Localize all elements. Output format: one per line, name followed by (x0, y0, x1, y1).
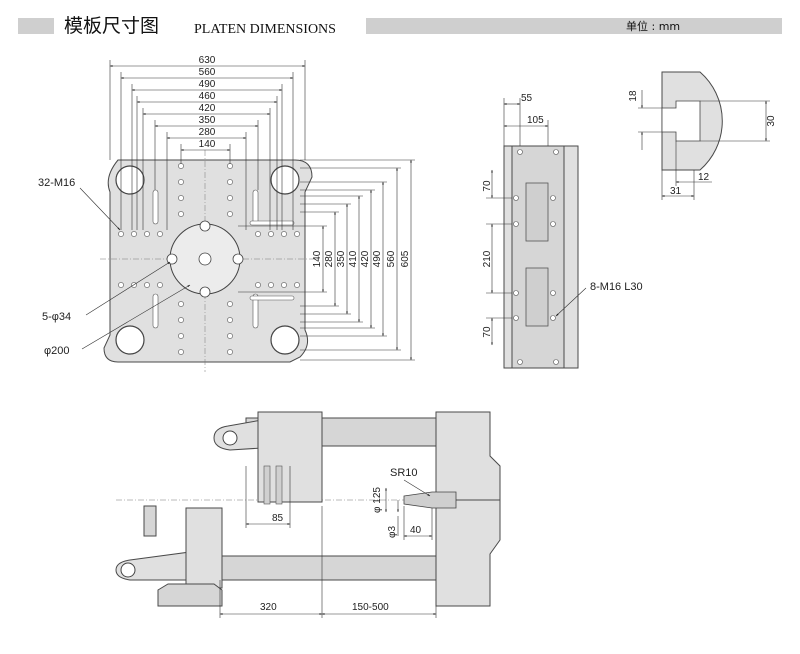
slot-detail: 18 30 12 31 (628, 71, 777, 200)
dim-630: 630 (199, 55, 216, 66)
side-inner (511, 145, 565, 369)
tie-bar-hole (115, 165, 145, 195)
dim-v-560: 560 (386, 250, 397, 267)
dim-320: 320 (260, 602, 277, 613)
ejector-hole (199, 220, 211, 232)
title-cn: 模板尺寸图 (64, 15, 159, 37)
guide-bar (263, 465, 271, 505)
side-pocket (525, 267, 549, 327)
callout-holes: 5-φ34 (42, 311, 71, 323)
dim-v-410: 410 (348, 250, 359, 267)
dim-105: 105 (527, 115, 544, 126)
center-hole (198, 252, 212, 266)
header-left-block (18, 18, 54, 34)
platen-side-view: 55 105 70 210 70 8-M16 L30 (482, 93, 643, 369)
slot (152, 293, 159, 329)
guide-bar (275, 465, 283, 505)
dim-sr10: SR10 (390, 467, 418, 479)
pivot-pin (222, 430, 238, 446)
upper-link (213, 419, 263, 451)
base-block (157, 583, 223, 607)
dim-v-280: 280 (324, 250, 335, 267)
ejector-hole (232, 253, 244, 265)
dim-v-605: 605 (400, 250, 411, 267)
dim-v-140: 140 (312, 250, 323, 267)
dim-30: 30 (766, 115, 777, 127)
dim-560: 560 (199, 67, 216, 78)
slot (249, 220, 295, 226)
dim-12: 12 (698, 172, 710, 183)
dim-31: 31 (670, 186, 682, 197)
dim-v-350: 350 (336, 250, 347, 267)
dim-350: 350 (199, 115, 216, 126)
dim-side-210: 210 (482, 250, 493, 267)
dim-v-490: 490 (372, 250, 383, 267)
ejector-rod (143, 505, 157, 537)
dim-55: 55 (521, 93, 533, 104)
platen-front-view: 630 560 490 460 420 350 280 140 (38, 55, 415, 372)
dim-v-420: 420 (360, 250, 371, 267)
fixed-platen-lower (435, 499, 501, 607)
header-right-bar (366, 18, 782, 34)
dim-side-70-top: 70 (482, 180, 493, 192)
lower-tie-bar (219, 555, 439, 581)
dim-phi3: φ3 (387, 526, 398, 538)
dim-40: 40 (410, 525, 422, 536)
dim-140: 140 (199, 139, 216, 150)
side-pocket (525, 182, 549, 242)
slot (252, 293, 259, 329)
dim-85: 85 (272, 513, 284, 524)
fixed-platen-upper (435, 411, 501, 501)
callout-side-bolts: 8-M16 L30 (590, 281, 643, 293)
dim-490: 490 (199, 79, 216, 90)
moving-platen-lower (185, 507, 223, 589)
dim-side-70-bottom: 70 (482, 326, 493, 338)
tie-bar-hole (270, 325, 300, 355)
dim-280: 280 (199, 127, 216, 138)
callout-bolts: 32-M16 (38, 177, 75, 189)
ejector-hole (199, 286, 211, 298)
dim-150-500: 150-500 (352, 602, 389, 613)
ejector-hole (166, 253, 178, 265)
machine-side-view: 85 φ 125 φ3 40 SR10 320 150-500 (115, 411, 501, 618)
slot (249, 295, 295, 301)
slot (152, 189, 159, 225)
pivot-pin (120, 562, 136, 578)
bolt-hole-group (118, 163, 300, 355)
header-bar: 模板尺寸图 PLATEN DIMENSIONS 单位 : mm (18, 15, 782, 37)
callout-center: φ200 (44, 345, 70, 357)
dim-18: 18 (628, 90, 639, 102)
unit-label: 单位 : mm (626, 19, 680, 33)
slot (252, 189, 259, 225)
tie-bar-hole (115, 325, 145, 355)
dim-phi125: φ 125 (372, 487, 383, 513)
title-en: PLATEN DIMENSIONS (194, 22, 336, 37)
dim-460: 460 (199, 91, 216, 102)
tie-bar-hole (270, 165, 300, 195)
nozzle (403, 491, 457, 509)
dim-420: 420 (199, 103, 216, 114)
